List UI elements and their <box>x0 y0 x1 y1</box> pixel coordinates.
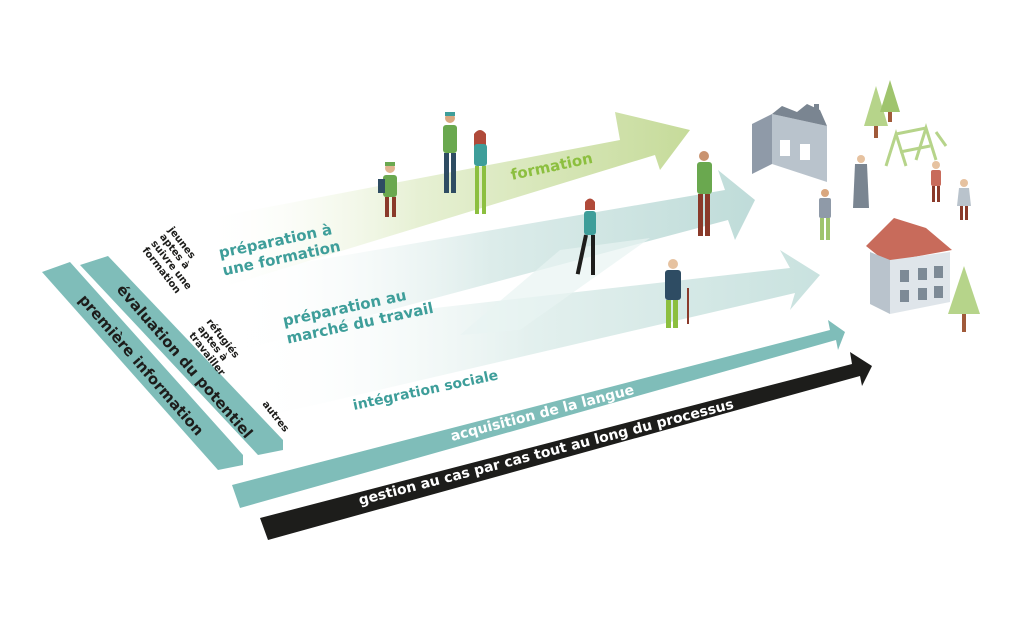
house-icon <box>866 218 952 314</box>
track-arrow-branch <box>460 238 650 335</box>
bar-premiere-information <box>42 262 243 470</box>
person-icon <box>378 162 397 217</box>
label-labor-prep: préparation au marché du travail <box>281 281 435 347</box>
person-icon <box>443 112 457 193</box>
playground-icon <box>884 122 948 167</box>
person-icon <box>819 189 831 240</box>
person-icon <box>853 155 869 208</box>
person-icon <box>697 151 712 236</box>
person-icon <box>931 161 941 202</box>
factory-icon <box>752 104 827 182</box>
label-group-youth: jeunes aptes à suivre une formation <box>139 224 213 301</box>
person-icon <box>474 130 487 214</box>
track-arrow-training-prep <box>200 112 690 285</box>
bar-case-management <box>260 352 872 540</box>
person-icon <box>575 198 596 275</box>
svg-text:jeunes aptes à sui: jeunes aptes à suivre une formation <box>139 224 213 301</box>
tree-icon <box>864 86 888 138</box>
track-arrow-labor <box>230 170 755 350</box>
person-icon <box>957 179 971 220</box>
bar-langue <box>232 320 845 508</box>
tree-icon <box>880 80 900 122</box>
tree-icon <box>948 266 980 332</box>
bar-evaluation-potentiel <box>80 256 283 455</box>
person-icon <box>665 259 689 328</box>
